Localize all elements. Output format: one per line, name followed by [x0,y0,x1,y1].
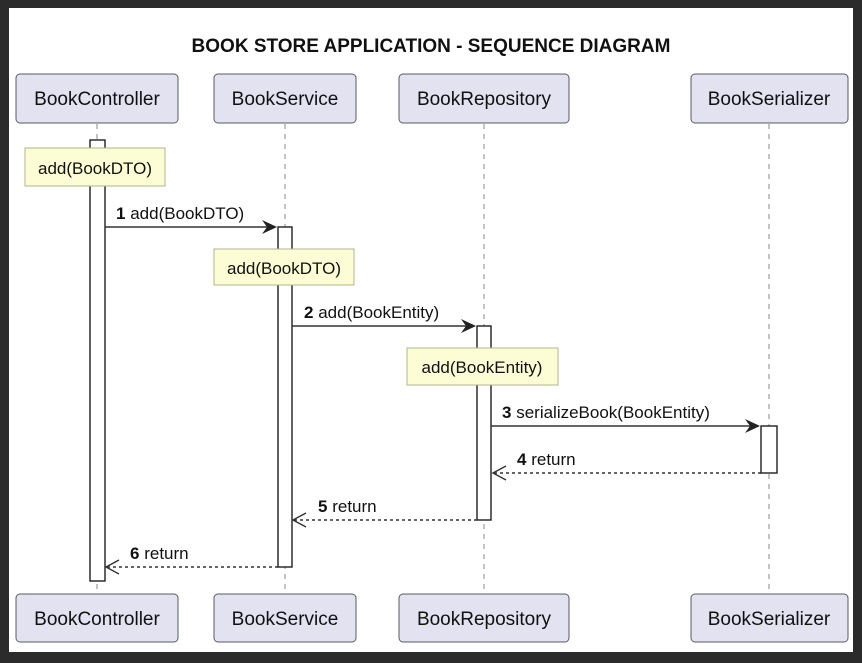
open-arrowhead-icon [104,559,120,575]
message-6: 6 return [104,544,278,575]
message-5-label: 5 return [318,497,377,516]
message-6-label: 6 return [130,544,189,563]
svg-text:BookSerializer: BookSerializer [708,609,831,630]
participant-service-top: BookService [213,73,357,124]
message-5: 5 return [291,497,477,528]
activation-controller [89,139,106,582]
note-repository: add(BookEntity) [406,347,559,386]
svg-text:BookService: BookService [232,89,339,110]
message-1-label: 1 add(BookDTO) [116,204,244,223]
svg-text:add(BookDTO): add(BookDTO) [227,259,341,278]
activation-service [277,226,293,568]
svg-text:add(BookDTO): add(BookDTO) [38,159,152,178]
open-arrowhead-icon [291,512,307,528]
sequence-diagram: BOOK STORE APPLICATION - SEQUENCE DIAGRA… [15,36,849,643]
participant-repository-bottom: BookRepository [398,593,570,643]
svg-text:BookService: BookService [232,609,339,630]
message-4-label: 4 return [517,450,576,469]
message-3-label: 3 serializeBook(BookEntity) [502,403,710,422]
diagram-frame: BOOK STORE APPLICATION - SEQUENCE DIAGRA… [9,8,853,652]
note-service: add(BookDTO) [213,248,355,286]
activation-serializer [760,425,778,474]
svg-text:add(BookEntity): add(BookEntity) [422,358,543,377]
message-4: 4 return [491,450,761,481]
arrowhead-icon [745,419,760,433]
diagram-title: BOOK STORE APPLICATION - SEQUENCE DIAGRA… [192,36,671,57]
open-arrowhead-icon [491,465,507,481]
participant-repository-top: BookRepository [398,73,570,124]
participant-controller-top: BookController [15,73,179,124]
participant-serializer-bottom: BookSerializer [690,593,849,643]
message-2-label: 2 add(BookEntity) [304,303,439,322]
svg-text:BookController: BookController [34,89,160,110]
message-2: 2 add(BookEntity) [292,303,476,333]
message-3: 3 serializeBook(BookEntity) [491,403,760,433]
participant-serializer-top: BookSerializer [690,73,849,124]
svg-text:BookRepository: BookRepository [417,89,552,110]
svg-text:BookSerializer: BookSerializer [708,89,831,110]
note-controller: add(BookDTO) [24,147,166,187]
arrowhead-icon [461,319,476,333]
svg-text:BookController: BookController [34,609,160,630]
participant-service-bottom: BookService [213,593,357,643]
arrowhead-icon [262,220,277,234]
svg-text:BookRepository: BookRepository [417,609,552,630]
message-1: 1 add(BookDTO) [105,204,277,234]
participant-controller-bottom: BookController [15,593,179,643]
